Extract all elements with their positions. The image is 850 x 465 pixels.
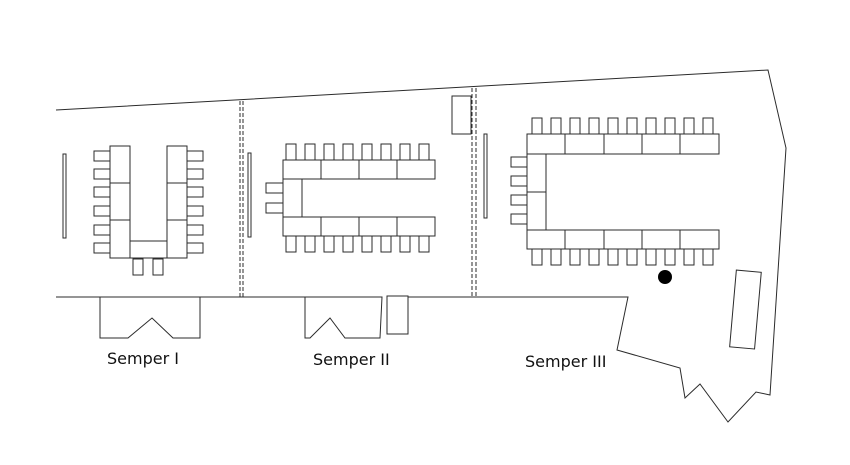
semper-ii-chairs — [265, 143, 430, 253]
cabinet-top — [451, 95, 472, 135]
screen-semper-iii — [483, 133, 488, 219]
building-outline — [55, 69, 787, 423]
screen-semper-ii — [247, 152, 252, 238]
screen-semper-i — [62, 153, 67, 239]
divider-semper-ii-iii — [471, 88, 477, 297]
room-label-semper-iii: Semper III — [525, 352, 606, 371]
room-label-semper-i: Semper I — [107, 349, 179, 368]
semper-i-u-table — [109, 145, 188, 259]
position-marker — [658, 270, 672, 284]
divider-semper-i-ii — [239, 101, 244, 297]
cabinet-right — [729, 269, 762, 350]
cabinet-bottom — [386, 295, 409, 335]
semper-iii-chairs — [510, 117, 714, 266]
room-label-semper-ii: Semper II — [313, 350, 390, 369]
semper-iii-c-table — [526, 133, 720, 250]
semper-i-chairs — [93, 150, 204, 276]
semper-ii-c-table — [282, 159, 436, 237]
